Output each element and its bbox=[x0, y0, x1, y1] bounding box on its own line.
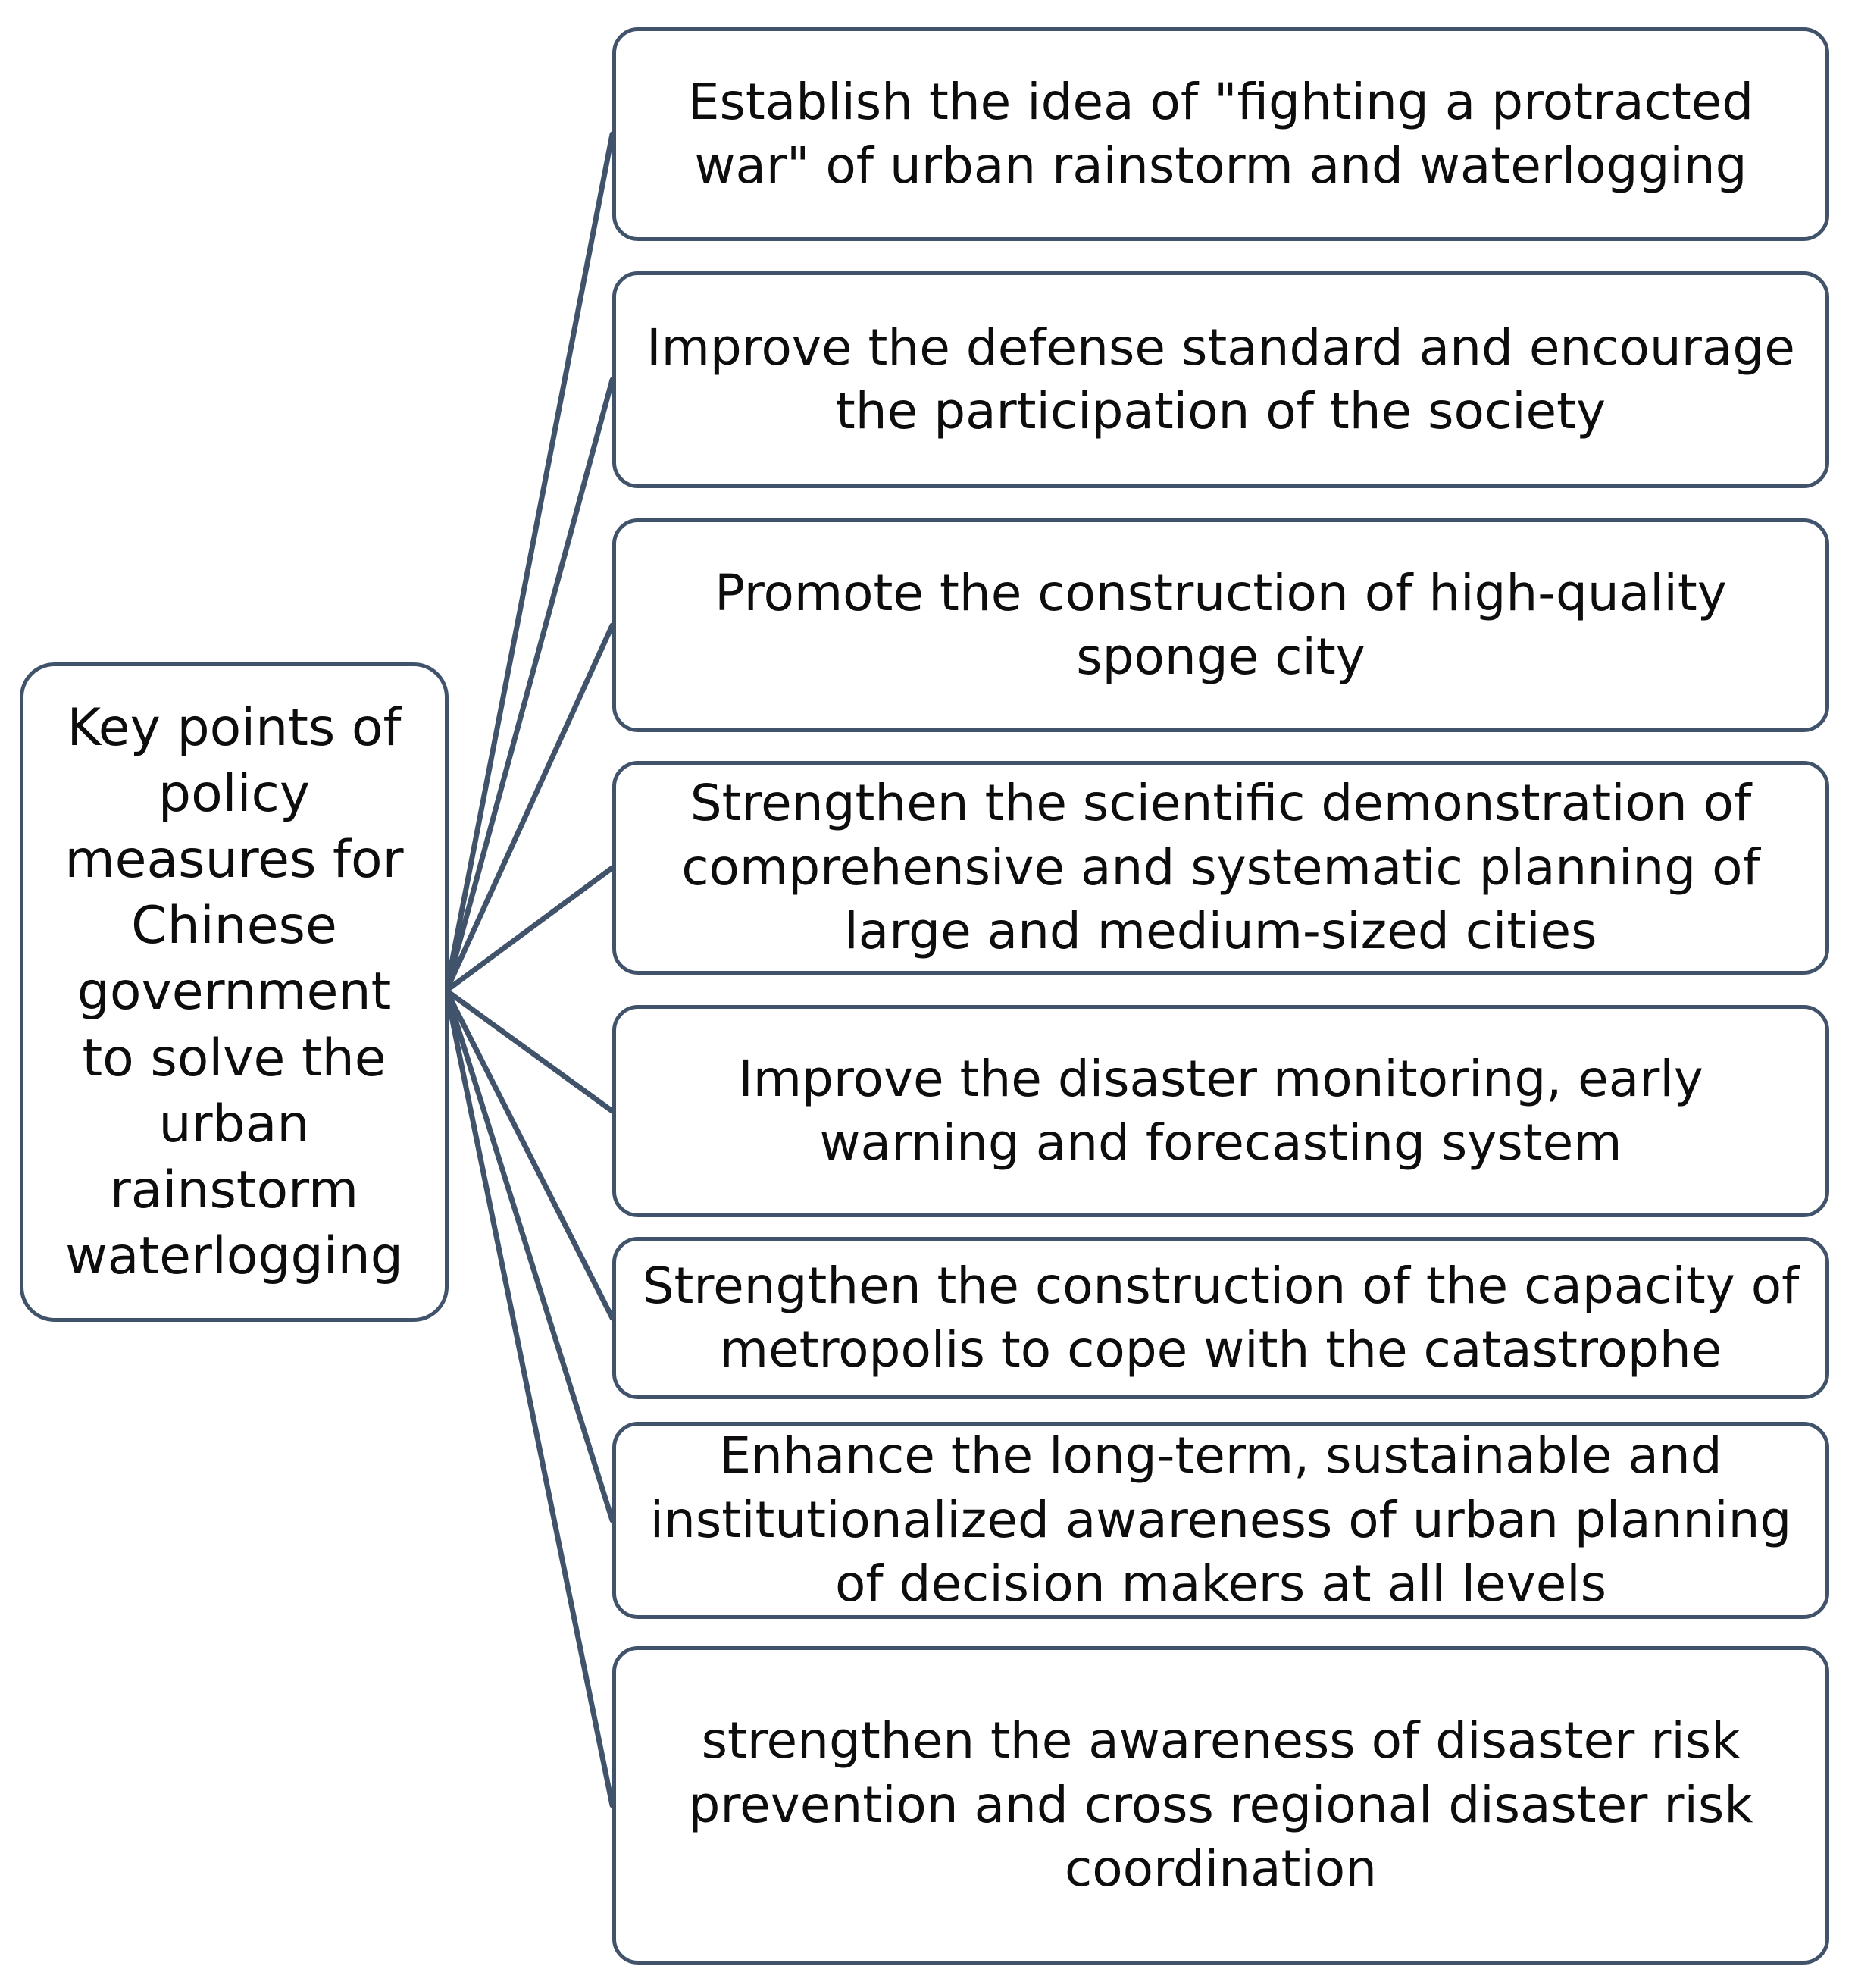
branch-node-2-label: Improve the defense standard and encoura… bbox=[646, 318, 1795, 440]
branch-node-1-label: Establish the idea of "fighting a protra… bbox=[687, 72, 1754, 195]
branch-node-4[interactable]: Strengthen the scientific demonstration … bbox=[612, 761, 1829, 975]
branch-node-3[interactable]: Promote the construction of high-quality… bbox=[612, 518, 1829, 732]
connector-line-8 bbox=[443, 988, 615, 1808]
connector-line-3 bbox=[443, 622, 615, 994]
branch-node-8[interactable]: strengthen the awareness of disaster ris… bbox=[612, 1646, 1829, 1965]
connector-line-1 bbox=[443, 131, 615, 994]
branch-node-4-label: Strengthen the scientific demonstration … bbox=[681, 774, 1760, 961]
connector-line-7 bbox=[443, 988, 615, 1523]
connector-line-6 bbox=[443, 988, 615, 1321]
branch-node-1[interactable]: Establish the idea of "fighting a protra… bbox=[612, 27, 1829, 241]
branch-node-2[interactable]: Improve the defense standard and encoura… bbox=[612, 271, 1829, 488]
root-node-label: Key points of policy measures for Chines… bbox=[64, 698, 404, 1286]
branch-node-8-label: strengthen the awareness of disaster ris… bbox=[688, 1711, 1753, 1899]
connector-line-4 bbox=[443, 865, 615, 994]
branch-node-7[interactable]: Enhance the long-term, sustainable and i… bbox=[612, 1422, 1829, 1619]
branch-node-5[interactable]: Improve the disaster monitoring, early w… bbox=[612, 1005, 1829, 1217]
branch-node-6[interactable]: Strengthen the construction of the capac… bbox=[612, 1237, 1829, 1399]
branch-node-5-label: Improve the disaster monitoring, early w… bbox=[738, 1049, 1703, 1172]
connector-line-5 bbox=[443, 988, 615, 1114]
root-node[interactable]: Key points of policy measures for Chines… bbox=[20, 662, 449, 1322]
branch-node-7-label: Enhance the long-term, sustainable and i… bbox=[649, 1426, 1792, 1614]
branch-node-6-label: Strengthen the construction of the capac… bbox=[642, 1256, 1800, 1379]
branch-node-3-label: Promote the construction of high-quality… bbox=[715, 563, 1727, 686]
connector-line-2 bbox=[443, 377, 615, 994]
